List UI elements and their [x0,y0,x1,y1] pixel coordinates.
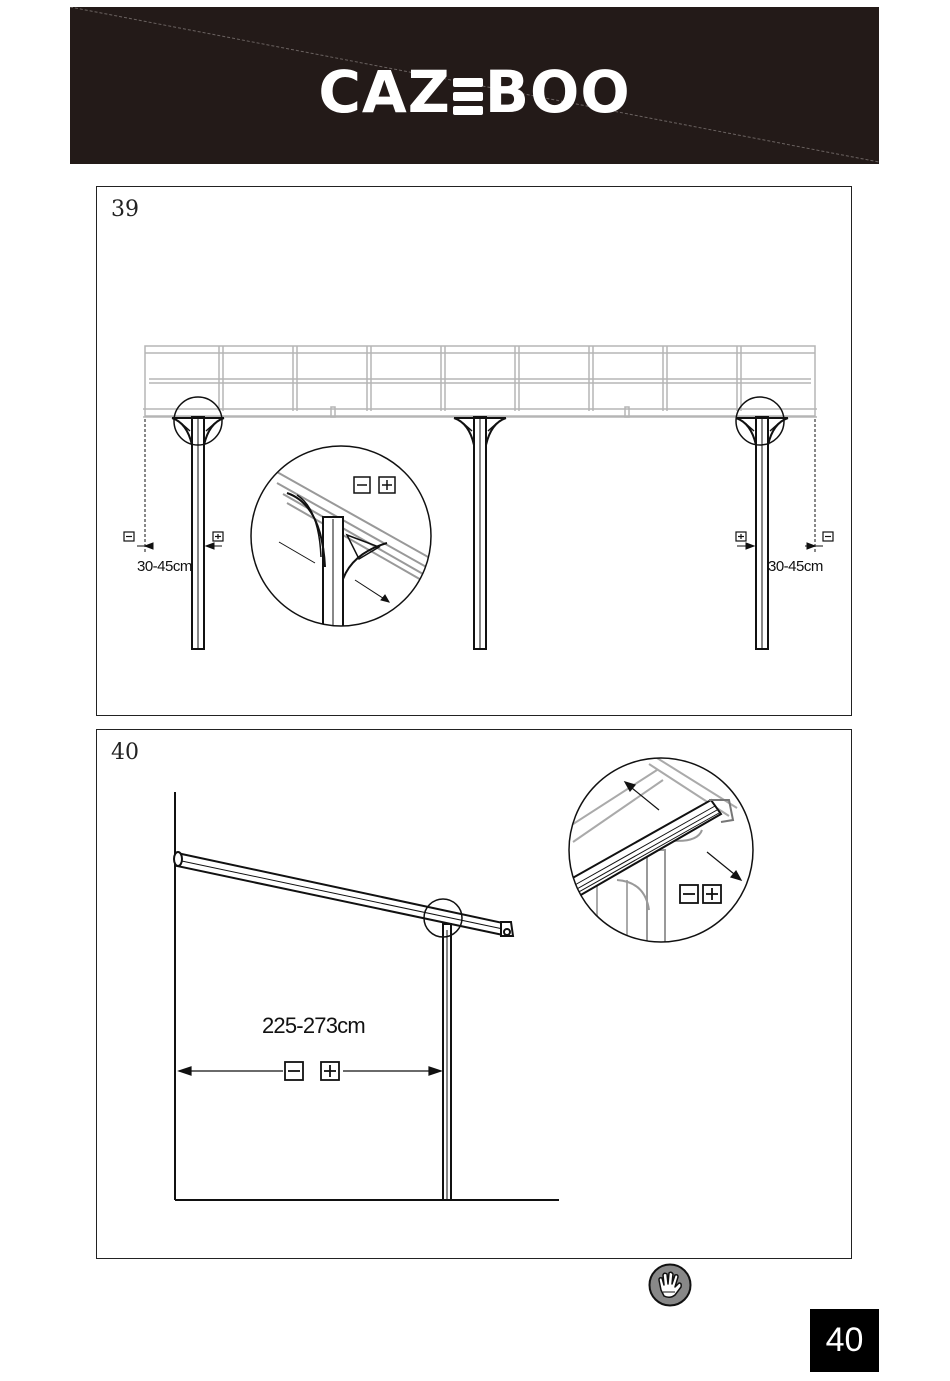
brand-text-left: CAZ [318,58,451,126]
brand-logo: CAZ BOO [70,57,879,127]
wall-and-floor [175,792,559,1200]
step-39-panel: 39 [96,186,852,716]
page-header: CAZ BOO [70,7,879,164]
step-40-panel: 40 [96,729,852,1259]
brand-text-right: BOO [485,58,631,126]
measurement-left-label: 30-45cm [137,558,192,575]
post [443,924,451,1200]
page-number: 40 [810,1309,879,1372]
plus-box-icon [703,885,721,903]
brand-mark-icon [453,70,483,116]
plus-box-icon [213,532,223,541]
minus-box-icon [285,1062,303,1080]
detail-magnifier [247,442,437,647]
sloped-beam [174,852,513,936]
plus-box-icon [321,1062,339,1080]
step-39-illustration [97,187,853,717]
minus-box-icon [124,532,134,541]
dimension-right [737,419,823,552]
plus-box-icon [379,477,395,493]
measurement-right-label: 30-45cm [768,558,823,575]
plus-box-icon [736,532,746,541]
minus-box-icon [680,885,698,903]
minus-box-icon [823,532,833,541]
roof-frame [143,346,817,417]
dimension-left [137,419,222,552]
measurement-label: 225-273cm [262,1013,365,1039]
minus-box-icon [354,477,370,493]
step-40-illustration [97,730,853,1260]
detail-magnifier [567,756,757,950]
dimension-arrow [179,1067,441,1075]
glove-icon [648,1263,692,1307]
